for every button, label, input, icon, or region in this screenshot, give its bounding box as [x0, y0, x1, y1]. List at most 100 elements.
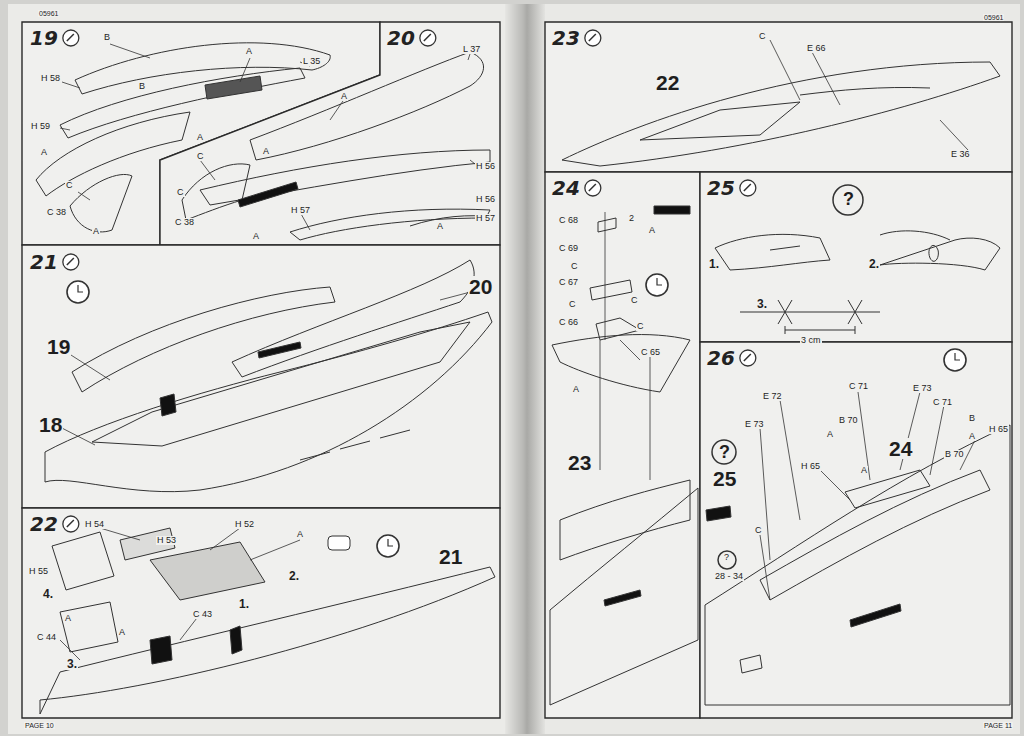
model-part-drawing: [778, 300, 862, 324]
glue-icon: [740, 180, 756, 196]
part-callout: ?: [842, 190, 855, 208]
part-callout: 3.: [66, 658, 78, 670]
step-panel: [22, 245, 500, 508]
model-part-drawing: [230, 626, 242, 654]
model-part-drawing: [598, 218, 616, 232]
glue-icon: [585, 180, 601, 196]
part-callout: A: [64, 614, 72, 623]
glue-icon: [740, 350, 756, 366]
glue-tube: [589, 184, 596, 191]
step-panel: [545, 22, 1012, 172]
part-callout: 2.: [288, 570, 300, 582]
clock-hands: [78, 285, 83, 292]
step-number-badge: 26: [704, 347, 738, 369]
glue-icon: [63, 516, 79, 532]
leader-line: [940, 120, 968, 150]
part-callout: H 56: [475, 195, 496, 204]
part-callout: C: [630, 296, 639, 305]
leader-line: [110, 44, 150, 58]
glue-tube: [744, 354, 751, 361]
glue-tube: [589, 34, 596, 41]
leader-line: [240, 58, 250, 82]
step-number-badge: 19: [27, 27, 61, 49]
leader-line: [820, 470, 850, 500]
part-callout: C 43: [192, 610, 213, 619]
model-part-drawing: [552, 335, 690, 392]
model-part-drawing: [590, 280, 632, 300]
part-callout: C 38: [174, 218, 195, 227]
glue-icon: [585, 30, 601, 46]
model-part-drawing: [740, 312, 880, 313]
model-part-drawing: [232, 260, 474, 377]
part-callout: E 73: [744, 420, 765, 429]
part-callout: PAGE 10: [24, 722, 55, 729]
drying-clock-icon: [377, 535, 399, 557]
glue-tube: [744, 184, 751, 191]
part-callout: H 55: [28, 567, 49, 576]
leader-line: [770, 40, 800, 100]
part-callout: C: [758, 32, 767, 41]
leader-line: [100, 528, 140, 540]
page-spine: [505, 4, 545, 734]
model-part-drawing: [290, 209, 490, 240]
part-callout: A: [436, 222, 444, 231]
part-callout: A: [40, 148, 48, 157]
part-callout: 1.: [238, 598, 250, 610]
left-page: [8, 4, 518, 734]
question-circle: [833, 185, 863, 215]
model-part-drawing: [205, 76, 262, 99]
leader-line: [812, 52, 840, 105]
model-part-drawing: [92, 322, 470, 446]
part-callout: 2.: [868, 258, 880, 270]
part-callout: C: [176, 188, 185, 197]
model-part-drawing: [52, 532, 114, 590]
leader-line: [930, 400, 945, 475]
part-callout: L 37: [462, 45, 481, 54]
part-callout: B: [103, 33, 111, 42]
part-callout: C: [196, 152, 205, 161]
glue-icon: [63, 30, 79, 46]
leader-line: [858, 392, 870, 480]
step-number-badge: 20: [384, 27, 418, 49]
clock-hands: [955, 353, 960, 360]
drying-clock-icon: [944, 349, 966, 371]
step-number: 20: [387, 26, 415, 50]
leader-line: [600, 340, 601, 470]
model-part-drawing: [72, 287, 335, 392]
part-callout: C 44: [36, 633, 57, 642]
paint-icon: [328, 536, 350, 550]
part-callout: C 71: [932, 398, 953, 407]
drying-clock-icon: [646, 274, 668, 296]
part-callout: 05961: [983, 14, 1004, 21]
part-callout: 25: [712, 468, 737, 489]
model-part-drawing: [640, 102, 800, 140]
model-part-drawing: [845, 470, 930, 508]
part-callout: PAGE 11: [983, 722, 1013, 729]
glue-tube: [424, 34, 431, 41]
model-part-drawing: [770, 246, 800, 250]
part-callout: L 35: [302, 57, 321, 66]
model-part-drawing: [560, 480, 690, 560]
part-callout: C 38: [46, 208, 67, 217]
part-callout: 2: [628, 214, 635, 223]
model-part-drawing: [70, 174, 132, 231]
part-callout: A: [92, 227, 100, 236]
part-callout: H 57: [475, 214, 496, 223]
part-callout: ?: [718, 443, 731, 461]
part-callout: C: [570, 262, 579, 271]
part-callout: B 70: [838, 416, 859, 425]
step-number: 24: [552, 176, 580, 200]
model-part-drawing: [36, 112, 190, 196]
model-part-drawing: [706, 506, 731, 521]
part-callout: A: [340, 92, 348, 101]
glue-icon: [420, 30, 436, 46]
model-part-drawing: [785, 326, 855, 334]
part-callout: 1.: [708, 258, 720, 270]
step-number-badge: 22: [27, 513, 61, 535]
part-callout: A: [826, 430, 834, 439]
model-part-drawing: [250, 52, 484, 160]
part-callout: 24: [888, 438, 913, 459]
part-callout: 05961: [38, 10, 59, 17]
step-panel: [22, 508, 500, 718]
leader-line: [250, 540, 300, 560]
